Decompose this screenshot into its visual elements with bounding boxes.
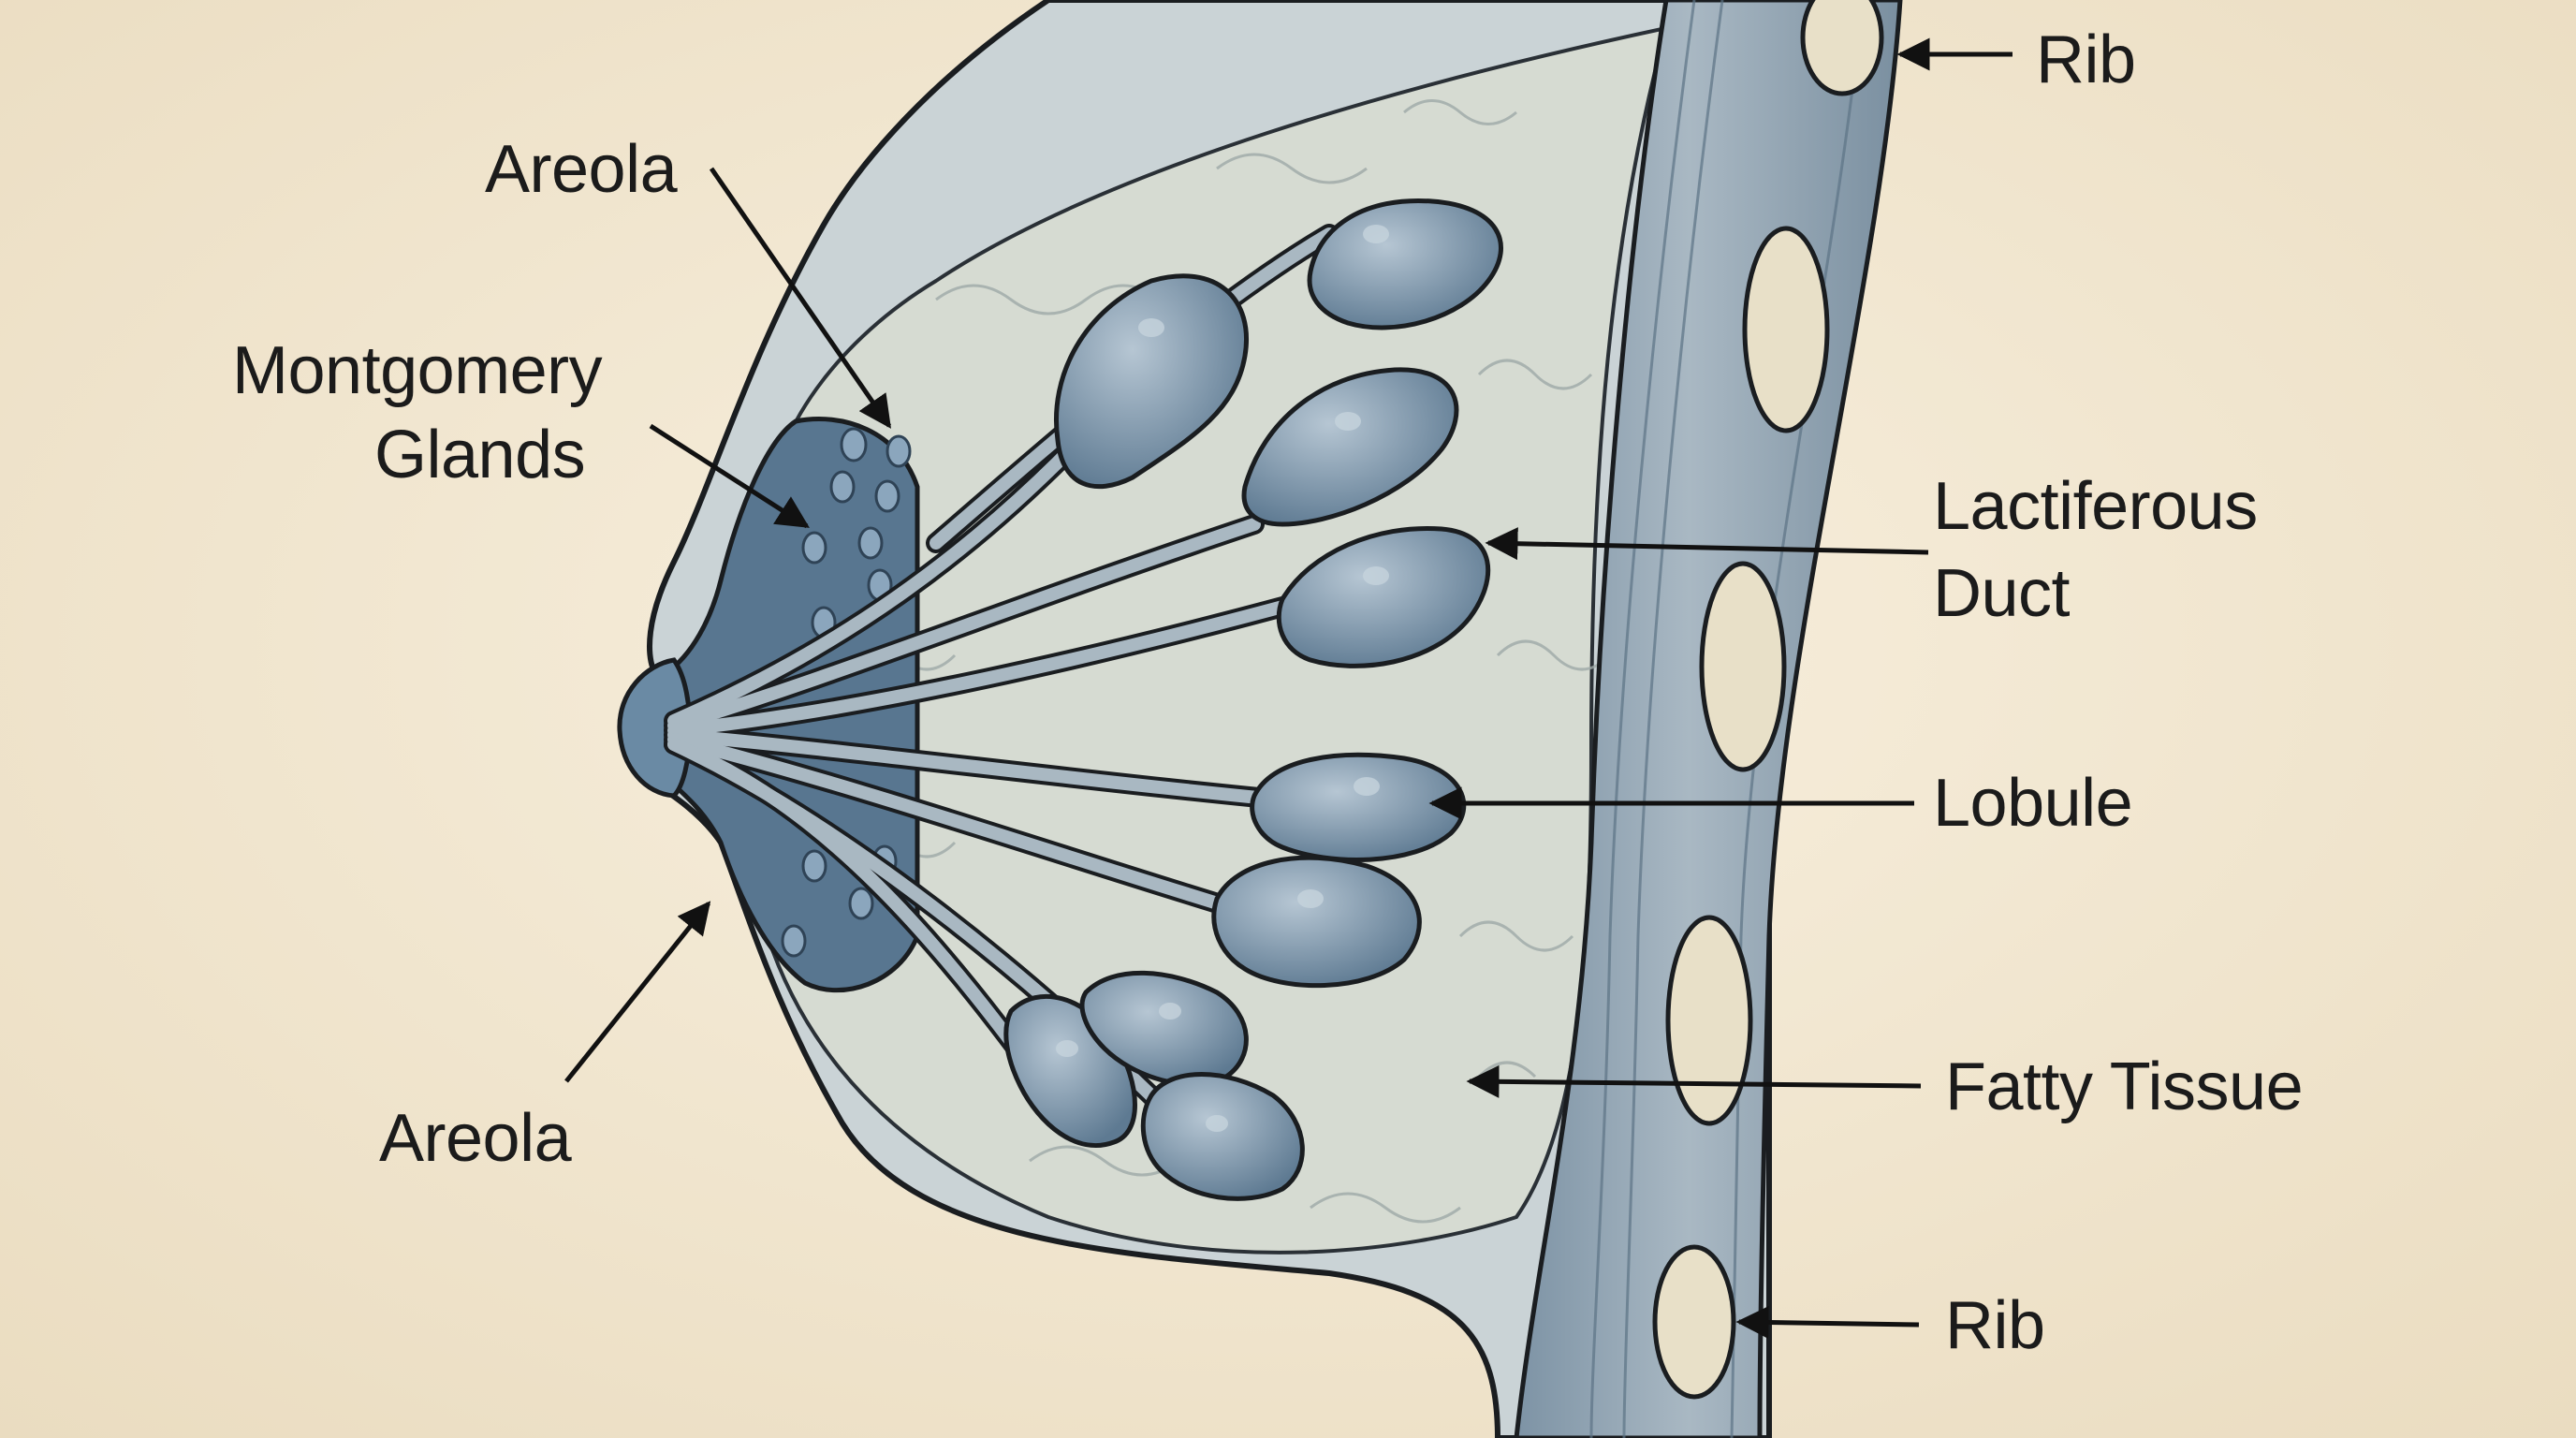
lobule-6: [1211, 855, 1422, 989]
label-fatty-tissue: Fatty Tissue: [1945, 1049, 2303, 1124]
leader-areola-bottom: [564, 901, 711, 1083]
lobule-5: [1250, 752, 1467, 862]
leader-fatty-tissue: [1466, 1064, 1922, 1098]
leader-areola-top: [709, 167, 892, 429]
leader-montgomery: [649, 423, 810, 529]
lobule-8: [1079, 970, 1249, 1087]
rib-1: [1800, 0, 1884, 96]
lobule-9: [1140, 1072, 1305, 1201]
lobules: [1003, 198, 1503, 1201]
lobule-1: [1054, 273, 1249, 490]
label-montgomery-line2: Glands: [374, 418, 585, 492]
lobule-2: [1307, 198, 1503, 330]
leader-lactiferous: [1485, 527, 1929, 561]
labels: Rib Areola Montgomery Glands Lactiferous…: [232, 22, 2304, 1363]
leader-rib-bottom: [1735, 1305, 1920, 1339]
label-lactiferous-line2: Duct: [1933, 556, 2071, 631]
lobule-3: [1241, 367, 1459, 527]
lobule-4: [1276, 525, 1491, 668]
lobule-highlights: [1056, 225, 1389, 1132]
label-rib-bottom: Rib: [1945, 1288, 2045, 1363]
rib-2: [1742, 226, 1830, 433]
label-lobule: Lobule: [1933, 766, 2132, 841]
rib-5: [1652, 1244, 1736, 1400]
label-lactiferous-line1: Lactiferous: [1933, 469, 2258, 544]
label-areola-top: Areola: [485, 132, 679, 207]
label-montgomery-line1: Montgomery: [232, 333, 603, 408]
label-rib-top: Rib: [2036, 22, 2136, 97]
leader-lines: [564, 37, 2012, 1339]
rib-4: [1665, 915, 1753, 1126]
ribs: [1652, 0, 1884, 1400]
label-areola-bottom: Areola: [379, 1101, 573, 1176]
rib-3: [1699, 561, 1787, 772]
